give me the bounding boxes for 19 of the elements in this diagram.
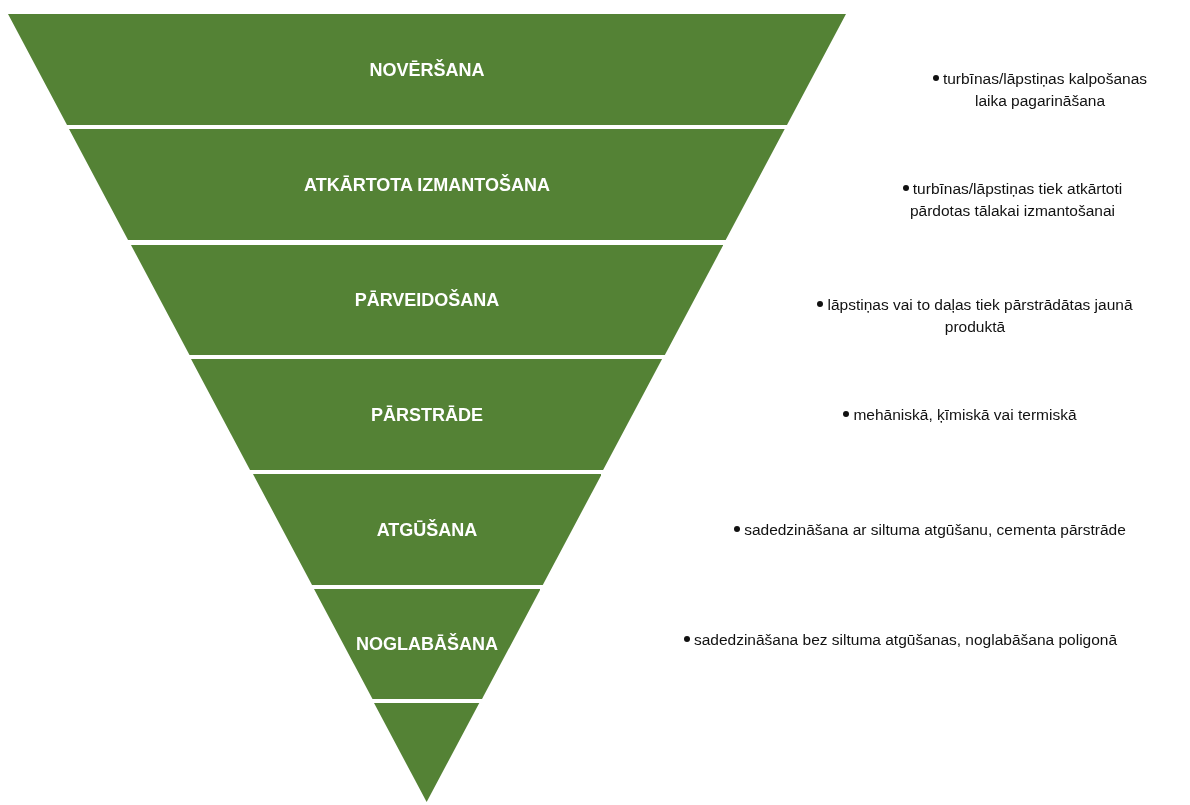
pyramid-band <box>313 589 541 699</box>
description-text: sadedzināšana bez siltuma atgūšanas, noglabāšana poligonā <box>693 631 1118 648</box>
description-text: sadedzināšana ar siltuma atgūšanu, cementa pārstrāde <box>744 521 1126 538</box>
pyramid-band <box>252 474 602 585</box>
description-text: mehāniskā, ķīmiskā vai termiskā <box>853 406 1077 423</box>
band-label: NOVĒRŠANA <box>369 59 485 80</box>
description-text: turbīnas/lāpstiņas tiek atkārtoti pārdotas tālakai izmantošanai <box>909 180 1123 219</box>
pyramid-band <box>130 245 724 355</box>
pyramid-band <box>191 359 663 470</box>
triangle-tip <box>374 703 480 802</box>
description-text: lāpstiņas vai to daļas tiek pārstrādātas jaunā produktā <box>827 296 1133 335</box>
band-label: ATKĀRTOTA IZMANTOŠANA <box>304 174 550 195</box>
description-text: turbīnas/lāpstiņas kalpošanas laika pagarināšana <box>942 70 1148 109</box>
band-label: ATGŪŠANA <box>376 519 478 540</box>
pyramid-band <box>69 129 785 240</box>
band-label: NOGLABĀŠANA <box>356 634 498 654</box>
band-label: PĀRVEIDOŠANA <box>354 290 500 310</box>
pyramid-band <box>8 14 846 125</box>
band-label: PĀRSTRĀDE <box>370 404 483 425</box>
